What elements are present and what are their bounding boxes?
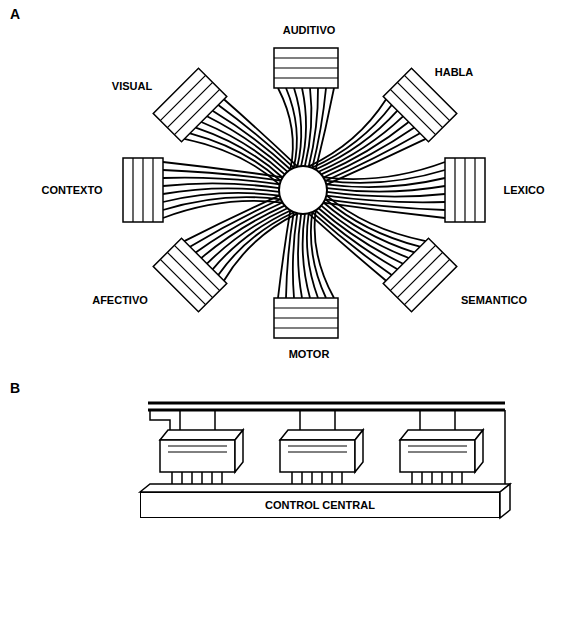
fiber-line bbox=[312, 212, 392, 275]
module-outline bbox=[420, 145, 510, 235]
module-box: AFECTIVO bbox=[145, 230, 235, 320]
module-label: AFECTIVO bbox=[92, 294, 148, 307]
fiber-line bbox=[190, 199, 281, 247]
fiber-line bbox=[301, 88, 306, 166]
fiber-line bbox=[327, 192, 445, 197]
fiber-line bbox=[218, 105, 294, 168]
fiber-line bbox=[319, 208, 403, 263]
fiber-line bbox=[298, 214, 302, 298]
fiber-line bbox=[294, 88, 301, 167]
fiber-line bbox=[324, 128, 415, 178]
part-label: B bbox=[10, 380, 20, 396]
fiber-line bbox=[325, 199, 420, 247]
module-box: LEXICO bbox=[420, 145, 510, 235]
fiber-line bbox=[326, 178, 445, 187]
fiber-line bbox=[303, 214, 310, 298]
fiber-line bbox=[327, 186, 445, 192]
control-label: CONTROL CENTRAL bbox=[141, 499, 499, 511]
fiber-line bbox=[315, 210, 334, 298]
module-box: AUDITIVO bbox=[261, 23, 351, 113]
fiber-line bbox=[316, 211, 398, 270]
module-label: HABLA bbox=[435, 66, 474, 79]
fiber-line bbox=[213, 111, 291, 170]
fiber-line bbox=[190, 133, 281, 181]
fiber-line bbox=[201, 206, 284, 258]
fiber-line bbox=[326, 195, 425, 241]
module-label: CONTEXTO bbox=[42, 184, 103, 197]
module-box: SEMANTICO bbox=[375, 230, 465, 320]
module-label: MOTOR bbox=[289, 348, 330, 361]
module-outline bbox=[145, 230, 235, 320]
fiber-line bbox=[163, 183, 279, 188]
fiber-line bbox=[207, 116, 287, 171]
module-box: CONTEXTO bbox=[98, 145, 188, 235]
fiber-line bbox=[163, 193, 280, 202]
part-label: A bbox=[10, 6, 20, 22]
fiber-line bbox=[184, 195, 279, 241]
fiber-line bbox=[163, 188, 279, 194]
fiber-line bbox=[305, 88, 312, 166]
module-outline bbox=[375, 230, 465, 320]
module-outline bbox=[98, 145, 188, 235]
fiber-line bbox=[293, 213, 297, 298]
fiber-line bbox=[309, 88, 318, 167]
fiber-line bbox=[224, 99, 298, 166]
central-hub bbox=[279, 166, 327, 214]
module-box: HABLA bbox=[375, 60, 465, 150]
module-box: MOTOR bbox=[261, 273, 351, 363]
module-label: LEXICO bbox=[504, 184, 545, 197]
module-outline bbox=[145, 60, 235, 150]
fiber-line bbox=[286, 88, 297, 168]
fiber-line bbox=[307, 213, 318, 298]
fiber-line bbox=[308, 213, 386, 280]
module-box: VISUAL bbox=[145, 60, 235, 150]
fiber-line bbox=[196, 203, 283, 253]
module-label: AUDITIVO bbox=[283, 24, 336, 37]
module-network-b bbox=[140, 403, 510, 518]
fiber-line bbox=[323, 162, 445, 179]
module-label: SEMANTICO bbox=[461, 294, 527, 307]
fiber-line bbox=[278, 210, 290, 298]
fiber-line bbox=[163, 162, 283, 177]
module-label: VISUAL bbox=[112, 80, 152, 93]
control-box: CONTROL CENTRAL bbox=[140, 492, 500, 518]
module-outline bbox=[261, 23, 351, 113]
